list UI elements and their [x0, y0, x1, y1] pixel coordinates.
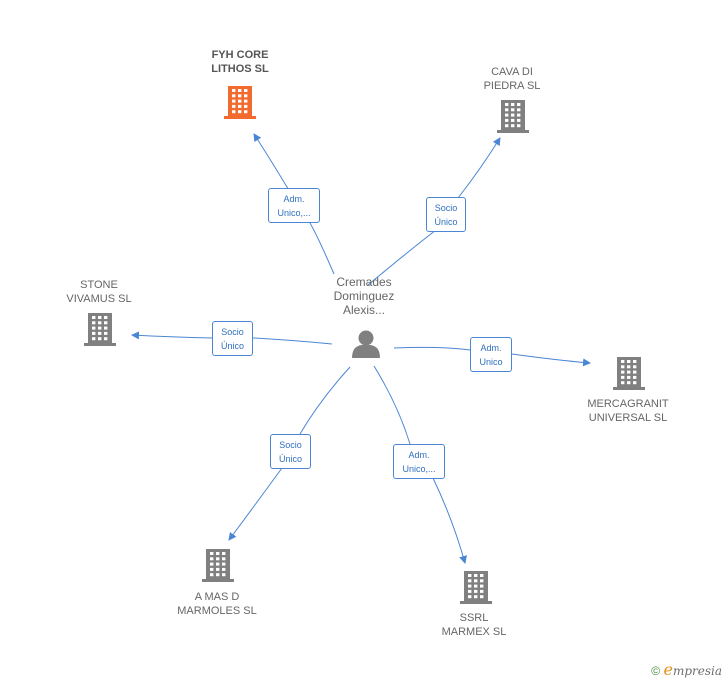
relation-label-line: Socio — [279, 440, 302, 450]
company-label-line: STONE — [80, 279, 118, 291]
person-name-line-2: Dominguez — [333, 289, 395, 303]
relation-label-ssrl[interactable]: Adm. Unico,... — [393, 444, 445, 479]
building-icon[interactable] — [202, 549, 234, 582]
relation-label-line: Adm. — [283, 194, 305, 204]
building-icon[interactable] — [460, 571, 492, 604]
relation-label-line: Socio — [221, 327, 244, 337]
relation-label-line: Unico — [479, 357, 503, 367]
relation-label-line: Único — [434, 217, 458, 227]
copyright-symbol: © — [651, 664, 661, 678]
company-label-cava-di-piedra[interactable]: CAVA DI PIEDRA SL — [462, 65, 562, 93]
company-label-line: MARMOLES SL — [177, 605, 257, 617]
company-label-line: LITHOS SL — [211, 63, 269, 75]
company-label-line: PIEDRA SL — [483, 80, 541, 92]
relation-label-line: Único — [278, 454, 302, 464]
building-icon[interactable] — [497, 100, 529, 133]
company-label-a-mas-d-marmoles[interactable]: A MAS D MARMOLES SL — [167, 590, 267, 618]
company-label-ssrl-marmex[interactable]: SSRL MARMEX SL — [424, 611, 524, 639]
relation-label-line: Adm. — [408, 450, 430, 460]
company-label-line: FYH CORE — [211, 49, 269, 61]
company-label-stone-vivamus[interactable]: STONE VIVAMUS SL — [49, 278, 149, 306]
edge-mercagranit — [393, 346, 590, 363]
edge-cava — [367, 138, 500, 286]
relation-label-stone[interactable]: Socio Único — [212, 321, 253, 356]
building-icon[interactable] — [224, 86, 256, 119]
company-label-line: SSRL — [459, 612, 489, 624]
company-label-line: MARMEX SL — [441, 626, 507, 638]
relation-label-line: Socio — [434, 203, 458, 213]
company-label-line: VIVAMUS SL — [66, 293, 132, 305]
edge-ssrl — [373, 365, 465, 563]
relation-label-cava[interactable]: Socio Único — [426, 197, 466, 232]
relation-label-amasd[interactable]: Socio Único — [270, 434, 311, 469]
empresia-logo-text: mpresia — [672, 664, 722, 678]
empresia-footer[interactable]: © empresia — [651, 660, 722, 679]
building-icon[interactable] — [613, 357, 645, 390]
person-name-label[interactable]: Cremades Dominguez Alexis... — [318, 275, 410, 317]
relation-label-fyh[interactable]: Adm. Unico,... — [268, 188, 320, 223]
relation-label-line: Unico,... — [277, 208, 311, 218]
company-label-fyh-core-lithos[interactable]: FYH CORE LITHOS SL — [190, 48, 290, 76]
company-label-mercagranit-universal[interactable]: MERCAGRANIT UNIVERSAL SL — [573, 397, 683, 425]
empresia-logo-initial: e — [663, 660, 673, 679]
company-label-line: A MAS D — [194, 591, 240, 603]
company-label-line: MERCAGRANIT — [587, 398, 669, 410]
relation-label-mercagranit[interactable]: Adm. Unico — [470, 337, 512, 372]
relation-label-line: Único — [220, 341, 244, 351]
edge-amasd — [229, 366, 351, 540]
company-label-line: UNIVERSAL SL — [588, 412, 668, 424]
relation-label-line: Adm. — [480, 343, 502, 353]
person-name-line-3: Alexis... — [342, 303, 385, 317]
company-label-line: CAVA DI — [491, 66, 533, 78]
person-icon[interactable] — [352, 330, 380, 359]
edge-stone — [132, 335, 333, 345]
person-name-line-1: Cremades — [336, 275, 392, 289]
building-icon[interactable] — [84, 313, 116, 346]
relation-label-line: Unico,... — [402, 464, 436, 474]
